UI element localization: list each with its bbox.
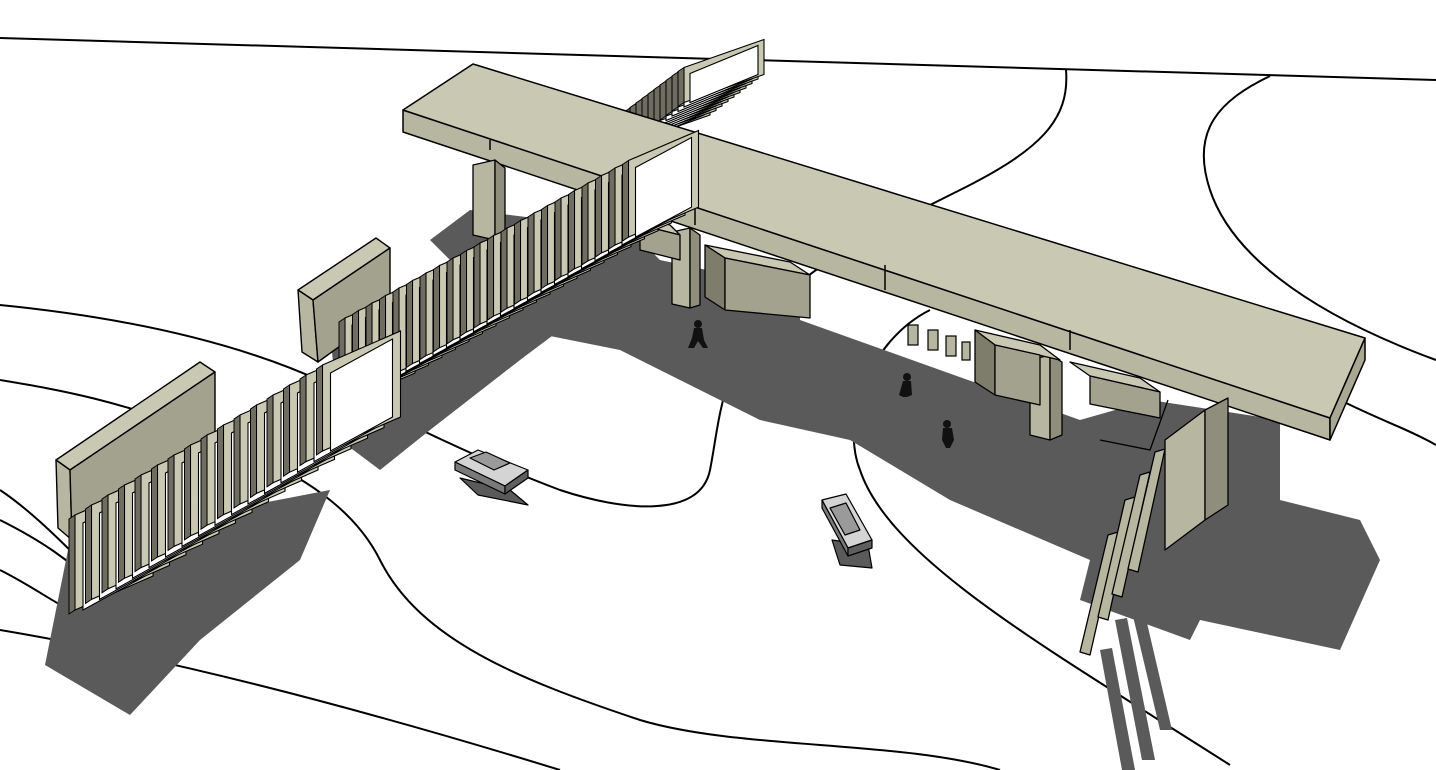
contour-line	[0, 69, 1068, 508]
booth-side	[994, 344, 1041, 406]
fin-frame	[677, 38, 765, 108]
fin-frame	[622, 129, 700, 243]
barrier-post	[927, 329, 939, 351]
fin-center-shadow	[330, 240, 620, 470]
column-shadow	[1128, 593, 1172, 730]
toll-booth-left[interactable]	[629, 214, 811, 319]
fin-row-left[interactable]	[68, 330, 402, 615]
column-shadow	[1115, 618, 1155, 760]
car-side	[847, 539, 873, 557]
car-roof	[469, 451, 511, 471]
barrier-post	[907, 324, 919, 346]
column-row[interactable]	[1079, 448, 1166, 656]
booth-edge	[1099, 399, 1169, 451]
car-side	[504, 469, 529, 495]
pedestrian	[899, 373, 912, 397]
barrier-post	[961, 341, 971, 361]
barrier-post	[945, 335, 957, 357]
pedestrian	[942, 420, 954, 448]
pier	[494, 159, 506, 241]
column	[1079, 531, 1119, 656]
pier	[689, 227, 701, 309]
pedestrian	[688, 320, 708, 348]
fin-row-center-wall[interactable]	[297, 237, 391, 363]
booth-side	[724, 257, 811, 319]
car-left[interactable]	[454, 449, 529, 506]
pier	[1049, 354, 1063, 441]
contour-line	[1202, 75, 1436, 361]
column	[1127, 448, 1166, 573]
pier	[472, 159, 496, 241]
column	[1111, 471, 1151, 598]
toll-booth-right[interactable]	[974, 329, 1169, 451]
car-right[interactable]	[821, 493, 873, 569]
column	[1097, 496, 1136, 621]
pier	[1204, 397, 1229, 521]
pedestrians[interactable]	[688, 320, 954, 448]
canopy-end-face	[1329, 337, 1366, 441]
column-shadow	[1100, 648, 1135, 770]
car-roof	[829, 502, 861, 536]
contour-line	[1339, 399, 1436, 446]
barrier-posts[interactable]	[907, 324, 971, 361]
booth-side	[1089, 375, 1161, 419]
fin-frame	[316, 330, 402, 456]
